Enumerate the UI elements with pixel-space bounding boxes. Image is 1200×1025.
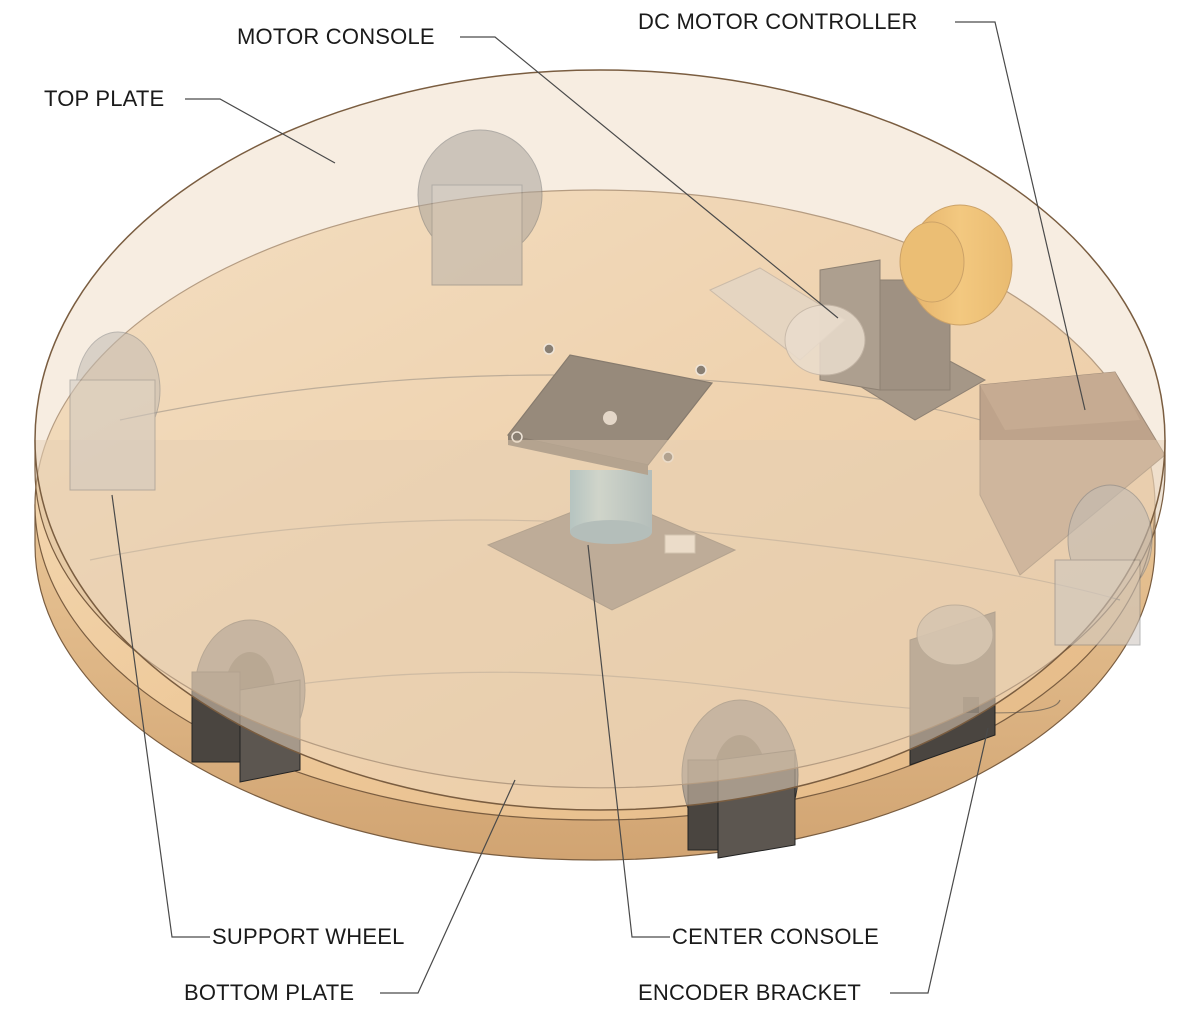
label-top-plate: TOP PLATE <box>44 86 165 111</box>
label-motor-console: MOTOR CONSOLE <box>237 24 435 49</box>
top-plate <box>34 69 1166 811</box>
label-bottom-plate: BOTTOM PLATE <box>184 980 355 1005</box>
leader-dc-motor-controller <box>955 21 1086 411</box>
leader-center-console <box>587 544 670 938</box>
label-center-console: CENTER CONSOLE <box>672 924 879 949</box>
leader-top-plate <box>185 98 336 164</box>
leader-lines <box>111 21 1086 994</box>
leader-support-wheel <box>111 494 210 938</box>
label-dc-motor-controller: DC MOTOR CONTROLLER <box>638 9 918 34</box>
support-wheel-left <box>69 331 161 491</box>
leader-bottom-plate <box>380 779 516 994</box>
label-encoder-bracket: ENCODER BRACKET <box>638 980 862 1005</box>
support-wheel-back <box>417 129 543 286</box>
leader-encoder-bracket <box>890 727 989 994</box>
support-wheel-right <box>1054 484 1153 646</box>
leader-motor-console <box>460 36 839 319</box>
label-support-wheel: SUPPORT WHEEL <box>212 924 405 949</box>
